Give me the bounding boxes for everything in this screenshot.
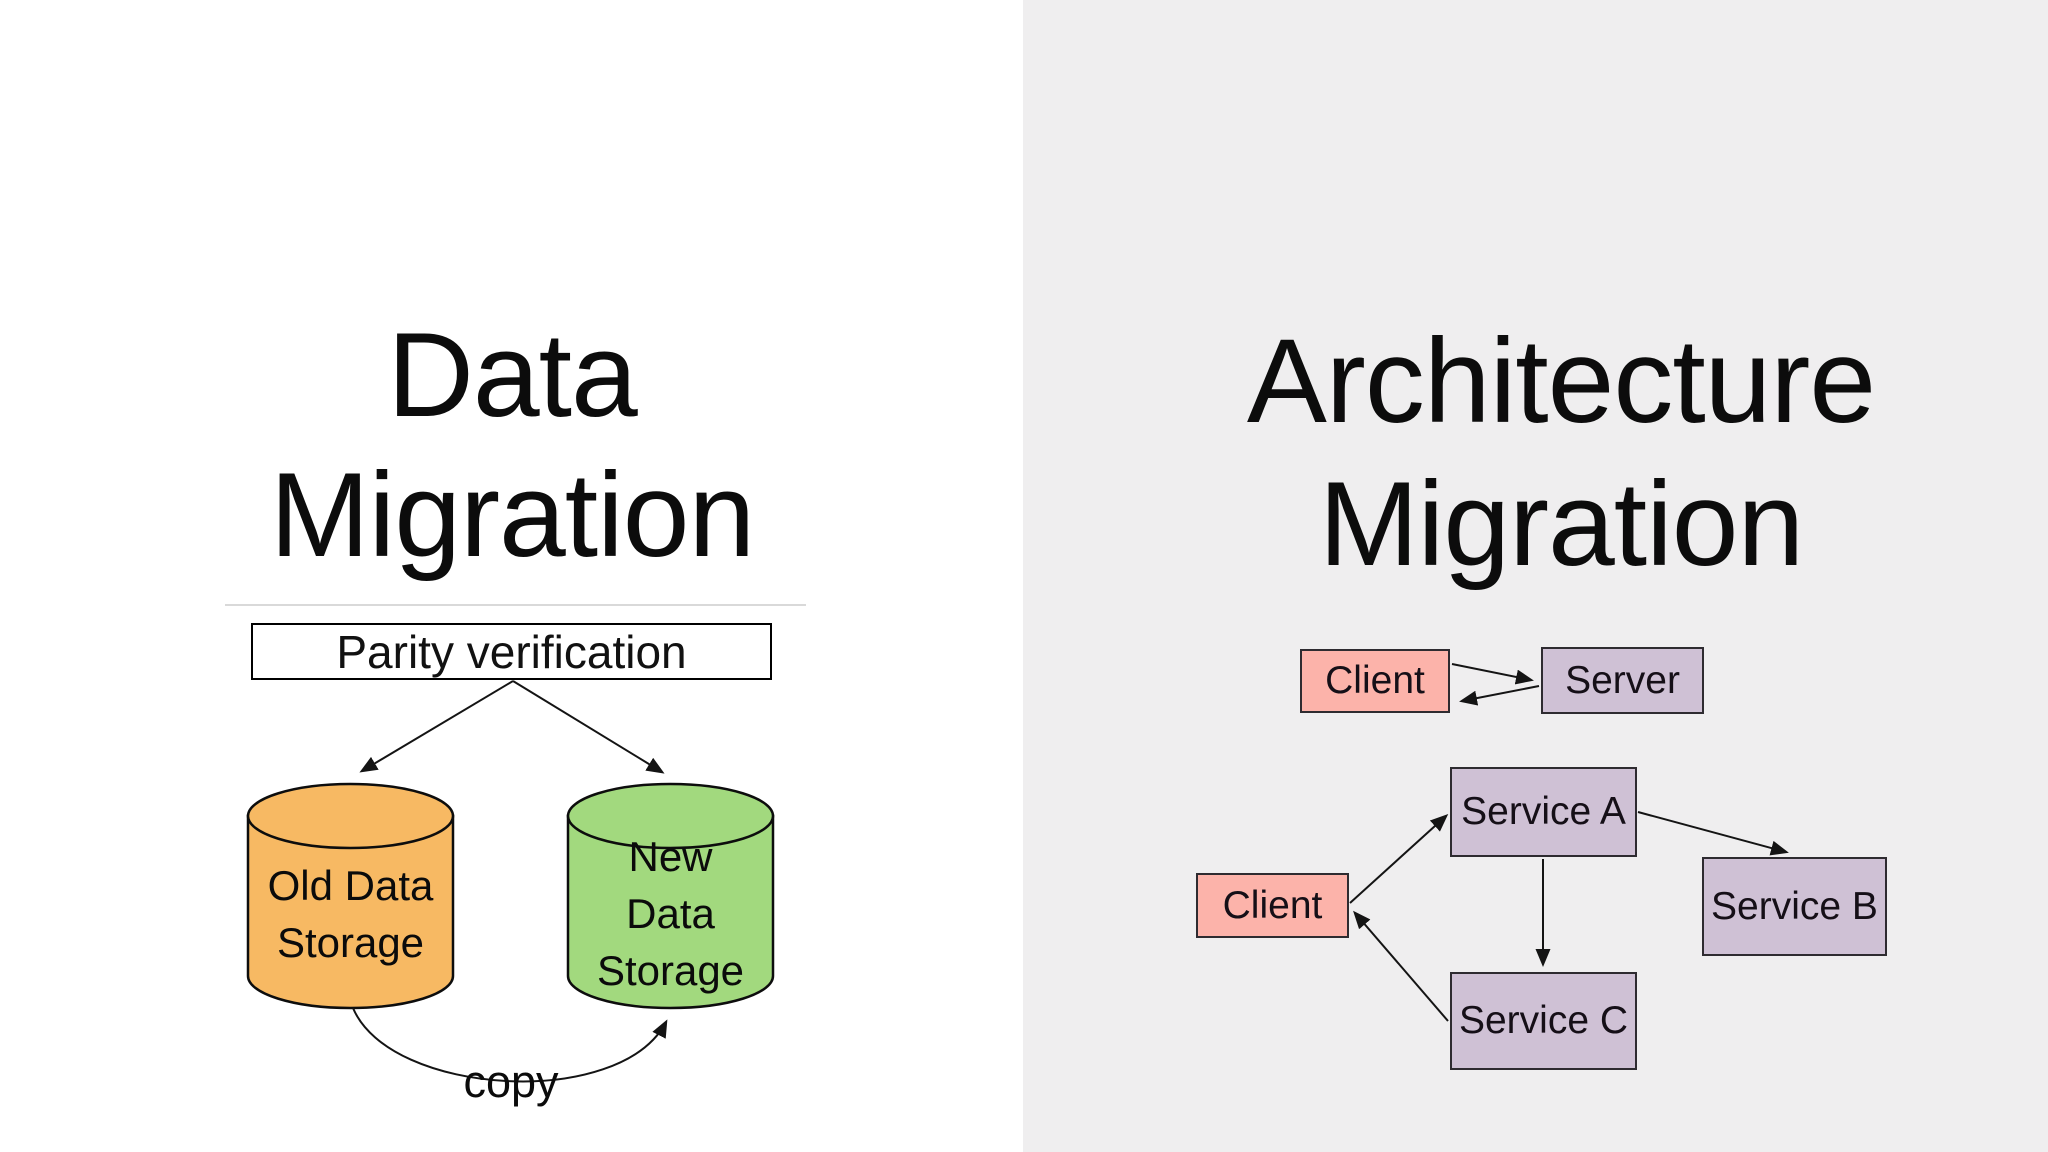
architecture-migration-title-line1: Architecture [1246,314,1876,448]
old-storage-cylinder [246,782,455,1010]
microservices-client-node: Client [1196,873,1349,938]
arrow-service-a-to-service-b [1637,811,1789,856]
arrow-service-c-to-client [1353,910,1449,1022]
old-storage-label-line2: Storage [276,919,425,966]
new-storage-cylinder [566,782,775,1010]
service-a-label: Service A [1461,790,1626,833]
arrow-client-to-server [1451,663,1534,685]
service-a-node: Service A [1450,767,1637,857]
parity-fanout-arrows [359,680,665,774]
data-migration-panel [0,0,1023,1152]
new-storage-label-line3: Storage [596,947,745,994]
old-storage-label: Old Data Storage [248,857,453,971]
arrow-copy [352,1007,668,1083]
architecture-migration-title: Architecture Migration [1023,310,2048,596]
parity-verification-label: Parity verification [336,625,687,678]
arrow-server-to-client [1459,685,1540,706]
new-storage-label-line2: Data [626,890,715,937]
arrow-parity-to-new [512,680,665,774]
old-storage-label-line1: Old Data [267,862,434,909]
service-b-node: Service B [1702,857,1887,956]
copy-arrow-label: copy [463,1056,559,1107]
service-c-node: Service C [1450,972,1637,1070]
title-divider [225,604,806,606]
arrow-client-to-service-a [1349,813,1449,904]
new-storage-label: New Data Storage [568,828,773,999]
data-migration-title: Data Migration [0,305,1024,585]
parity-verification-box: Parity verification [251,623,772,680]
service-b-label: Service B [1711,884,1878,928]
architecture-migration-title-line2: Migration [1318,457,1805,591]
microservices-client-label: Client [1222,883,1323,927]
new-storage-label-line1: New [628,833,713,880]
monolith-client-node: Client [1300,649,1450,713]
data-migration-title-line1: Data [387,308,637,442]
monolith-server-node: Server [1541,647,1704,714]
arrow-parity-to-old [359,680,514,773]
service-c-label: Service C [1458,999,1629,1042]
data-migration-title-line2: Migration [269,448,756,582]
monolith-server-label: Server [1565,658,1680,702]
monolith-client-label: Client [1325,659,1425,702]
